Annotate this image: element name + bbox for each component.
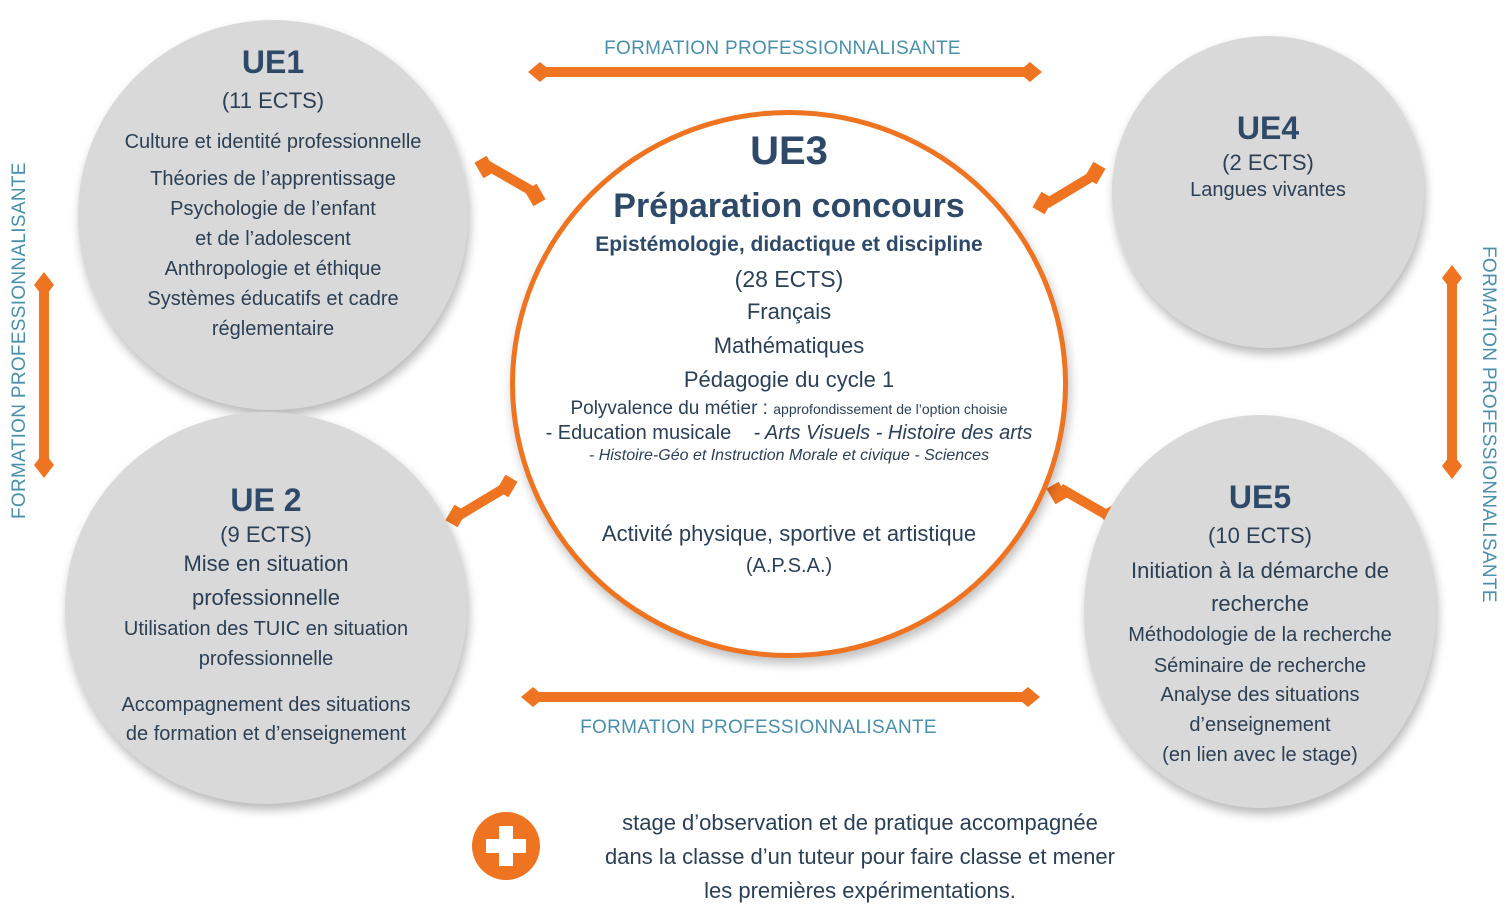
ue2-line: Accompagnement des situations [121,694,411,716]
ue3-apsa-abbr: (A.P.S.A.) [745,555,833,577]
ue3-ects: (28 ECTS) [734,266,844,292]
ue2-ects: (9 ECTS) [220,522,312,547]
plus-icon [472,812,540,880]
ue5-line: Analyse des situations [1160,684,1360,706]
ue1-line: Théories de l’apprentissage [150,168,396,190]
ue3-options-2: - Histoire-Géo et Instruction Morale et … [588,447,990,464]
ue1-title: UE1 [241,44,305,80]
ue2-bubble: UE 2 (9 ECTS) Mise en situation professi… [65,412,467,804]
ue4-title: UE4 [1236,110,1300,146]
ue5-line: d’enseignement [1189,714,1331,736]
ue2-title: UE 2 [230,482,302,518]
ue1-bubble: UE1 (11 ECTS) Culture et identité profes… [78,20,468,410]
ue5-ects: (10 ECTS) [1208,523,1312,548]
ue1-ects: (11 ECTS) [221,88,325,113]
ue1-line: et de l’adolescent [195,228,351,250]
ue1-line: Psychologie de l’enfant [170,198,376,220]
ue1-line: Anthropologie et éthique [164,258,382,280]
ue2-line: professionnelle [198,648,334,670]
ue4-line: Langues vivantes [1190,179,1346,201]
ue1-line: réglementaire [211,318,335,340]
polyvalence-note: approfondissement de l’option choisie [773,401,1008,417]
ue3-theme: Epistémologie, didactique et discipline [595,233,983,256]
ue3-options-1: - Education musicale - Arts Visuels - Hi… [515,422,1063,445]
ue3-subject: Français [746,299,832,324]
ue3-subtitle: Préparation concours [613,187,965,225]
ue2-line: de formation et d’enseignement [125,723,407,745]
option-arts: - Arts Visuels - Histoire des arts [753,422,1033,444]
ue5-bubble: UE5 (10 ECTS) Initiation à la démarche d… [1084,415,1436,808]
option-music: - Education musicale [545,422,732,444]
ue5-line: recherche [1211,591,1309,616]
ue5-line: Initiation à la démarche de [1130,558,1390,583]
label-top: FORMATION PROFESSIONNALISANTE [604,38,961,59]
footer-line: stage d’observation et de pratique accom… [622,810,1098,835]
label-bottom: FORMATION PROFESSIONNALISANTE [580,717,937,738]
ue5-line: Séminaire de recherche [1153,655,1367,677]
ue3-apsa: Activité physique, sportive et artistiqu… [601,521,977,546]
ue3-bubble: UE3 Préparation concours Epistémologie, … [510,110,1068,658]
ue5-title: UE5 [1228,479,1292,515]
ue3-subject: Mathématiques [713,333,865,358]
footer-text: stage d’observation et de pratique accom… [540,806,1180,908]
footer-line: dans la classe d’un tuteur pour faire cl… [605,844,1115,869]
ue2-line: Utilisation des TUIC en situation [123,618,409,640]
ue3-title: UE3 [750,129,828,173]
ue1-line: Systèmes éducatifs et cadre [147,288,399,310]
ue3-subject: Pédagogie du cycle 1 [683,367,895,392]
ue1-line: Culture et identité professionnelle [124,131,422,153]
ue5-line: (en lien avec le stage) [1162,744,1358,766]
label-left: FORMATION PROFESSIONNALISANTE [9,162,30,519]
ue2-line: Mise en situation [183,551,349,576]
ue2-line: professionnelle [192,585,340,610]
footer-line: les premières expérimentations. [704,878,1016,903]
ue3-polyvalence: Polyvalence du métier : approfondissemen… [515,398,1063,420]
label-right: FORMATION PROFESSIONNALISANTE [1478,246,1499,603]
ue4-ects: (2 ECTS) [1222,150,1314,175]
ue5-line: Méthodologie de la recherche [1128,624,1392,646]
ue4-bubble: UE4 (2 ECTS) Langues vivantes [1112,36,1424,348]
polyvalence-label: Polyvalence du métier : [570,398,768,419]
